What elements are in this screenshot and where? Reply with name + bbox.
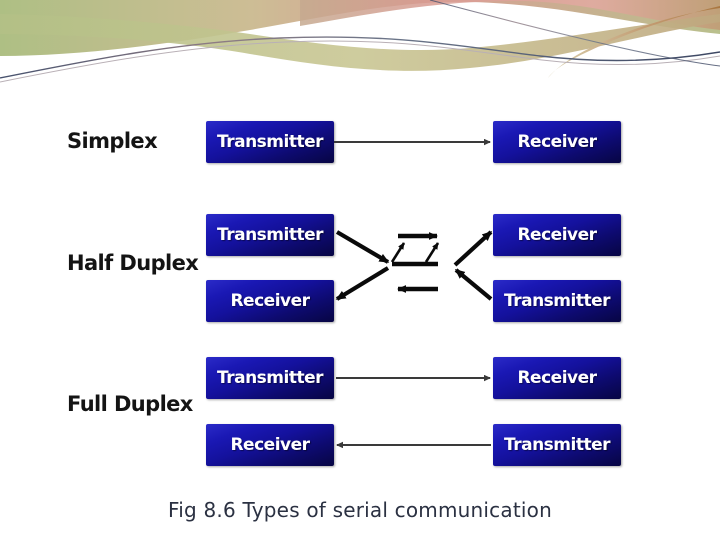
row-label-simplex: Simplex (67, 129, 158, 153)
node-label: Transmitter (503, 291, 611, 311)
node-full-duplex-transmitter-left: Transmitter (206, 357, 334, 399)
row-label-half-duplex: Half Duplex (67, 251, 199, 275)
arrow-half-duplex-hub-to-receiver-right (453, 230, 493, 267)
node-label: Receiver (230, 291, 310, 311)
figure-caption: Fig 8.6 Types of serial communication (168, 498, 552, 522)
node-label: Receiver (517, 368, 597, 388)
node-full-duplex-transmitter-right: Transmitter (493, 424, 621, 466)
node-full-duplex-receiver-right: Receiver (493, 357, 621, 399)
node-label: Receiver (517, 132, 597, 152)
node-full-duplex-receiver-left: Receiver (206, 424, 334, 466)
node-label: Transmitter (503, 435, 611, 455)
node-label: Transmitter (216, 368, 324, 388)
node-label: Transmitter (216, 225, 324, 245)
node-simplex-transmitter: Transmitter (206, 121, 334, 163)
node-half-duplex-transmitter-left: Transmitter (206, 214, 334, 256)
node-simplex-receiver: Receiver (493, 121, 621, 163)
half-duplex-switch-symbol-icon (390, 232, 440, 293)
header-swoosh-decoration (0, 0, 720, 95)
node-label: Transmitter (216, 132, 324, 152)
arrow-half-duplex-hub-to-receiver-left (335, 266, 390, 301)
node-label: Receiver (517, 225, 597, 245)
node-half-duplex-receiver-right: Receiver (493, 214, 621, 256)
node-label: Receiver (230, 435, 310, 455)
node-half-duplex-transmitter-right: Transmitter (493, 280, 621, 322)
node-half-duplex-receiver-left: Receiver (206, 280, 334, 322)
arrow-half-duplex-transmitter-right-to-hub (454, 268, 493, 301)
row-label-full-duplex: Full Duplex (67, 392, 193, 416)
arrow-half-duplex-transmitter-left-to-hub (335, 230, 390, 264)
